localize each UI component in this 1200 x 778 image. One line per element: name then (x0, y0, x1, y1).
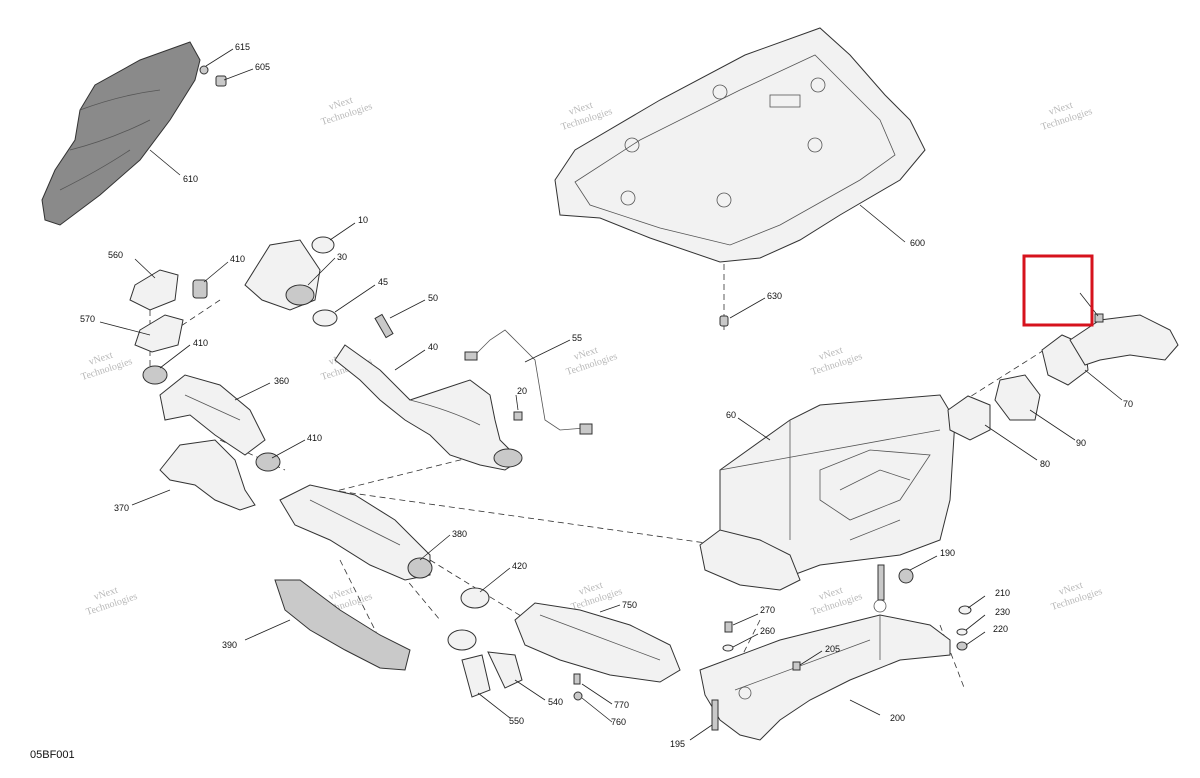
part-80-sleeve (947, 395, 991, 441)
part-410-clamp (192, 279, 208, 299)
part-410-clamp (142, 365, 168, 385)
part-50-spring (374, 313, 394, 339)
part-260-washer (722, 644, 734, 652)
part-30-exhaust-flange (244, 239, 321, 311)
part-360-pipe (159, 374, 266, 456)
part-560-bracket (129, 269, 179, 311)
part-570-bracket (134, 314, 184, 353)
part-630-bolt (719, 315, 729, 327)
part-600-skid-plate (554, 27, 926, 263)
part-45-gasket (312, 309, 338, 327)
part-410-clamp (255, 452, 281, 472)
callout-610: 610 (183, 174, 198, 184)
part-770-spring (573, 673, 581, 685)
part-60-muffler (699, 394, 956, 591)
part-615-fastener (199, 65, 209, 75)
part-220-nut (956, 641, 968, 651)
callout-570: 570 (80, 314, 95, 324)
callout-600: 600 (910, 238, 925, 248)
callout-70: 70 (1123, 399, 1133, 409)
callout-50: 50 (428, 293, 438, 303)
callout-540: 540 (548, 697, 563, 707)
callout-550: 550 (509, 716, 524, 726)
part-55-oxygen-sensor (464, 329, 593, 435)
part-270-bolt (724, 621, 733, 633)
callout-45: 45 (378, 277, 388, 287)
part-540-bracket (487, 651, 523, 689)
callout-60: 60 (726, 410, 736, 420)
callout-200: 200 (890, 713, 905, 723)
part-90-gasket (994, 374, 1041, 421)
callout-10: 10 (358, 215, 368, 225)
part-40-header-pipe (334, 344, 523, 471)
callout-260: 260 (760, 626, 775, 636)
part-195-spring (711, 564, 885, 731)
part-230-washer (956, 628, 968, 636)
part-550-sleeve (461, 654, 491, 698)
part-370-pipe (159, 439, 256, 511)
callout-410-top: 410 (230, 254, 245, 264)
callout-195: 195 (670, 739, 685, 749)
callout-420: 420 (512, 561, 527, 571)
part-420-clamp (447, 587, 490, 651)
callout-760: 760 (611, 717, 626, 727)
part-205-bolt (792, 661, 801, 671)
part-750-catalytic-converter (514, 602, 681, 683)
part-200-muffler-bracket (699, 599, 951, 741)
part-610-heat-shield (41, 41, 201, 226)
leader-lines (99, 48, 1123, 741)
callout-410-middle: 410 (193, 338, 208, 348)
callout-30: 30 (337, 252, 347, 262)
part-190-grommet (898, 568, 914, 584)
callout-360: 360 (274, 376, 289, 386)
callout-220: 220 (993, 624, 1008, 634)
callout-90: 90 (1076, 438, 1086, 448)
callout-labels: 615 605 610 10 30 45 50 40 55 20 560 410… (80, 42, 1133, 749)
callout-750: 750 (622, 600, 637, 610)
callout-80: 80 (1040, 459, 1050, 469)
highlight-box-part-100 (1022, 254, 1094, 327)
callout-40: 40 (428, 342, 438, 352)
callout-20: 20 (517, 386, 527, 396)
callout-380: 380 (452, 529, 467, 539)
callout-615: 615 (235, 42, 250, 52)
callout-270: 270 (760, 605, 775, 615)
part-70-tail-pipe (1041, 314, 1179, 386)
callout-390: 390 (222, 640, 237, 650)
part-605-bolt (215, 75, 227, 87)
part-10-gasket (311, 236, 335, 254)
part-20-fastener (513, 411, 523, 421)
part-760-nut (573, 691, 583, 701)
diagram-code: 05BF001 (30, 749, 75, 761)
callout-205: 205 (825, 644, 840, 654)
callout-605: 605 (255, 62, 270, 72)
callout-770: 770 (614, 700, 629, 710)
callout-630: 630 (767, 291, 782, 301)
callout-210: 210 (995, 588, 1010, 598)
callout-230: 230 (995, 607, 1010, 617)
callout-410-bottom: 410 (307, 433, 322, 443)
callout-370: 370 (114, 503, 129, 513)
part-380-pipe (279, 484, 433, 581)
callout-560: 560 (108, 250, 123, 260)
part-390-heat-shield (274, 579, 411, 671)
part-100-bolt (1094, 313, 1104, 323)
callout-190: 190 (940, 548, 955, 558)
callout-55: 55 (572, 333, 582, 343)
